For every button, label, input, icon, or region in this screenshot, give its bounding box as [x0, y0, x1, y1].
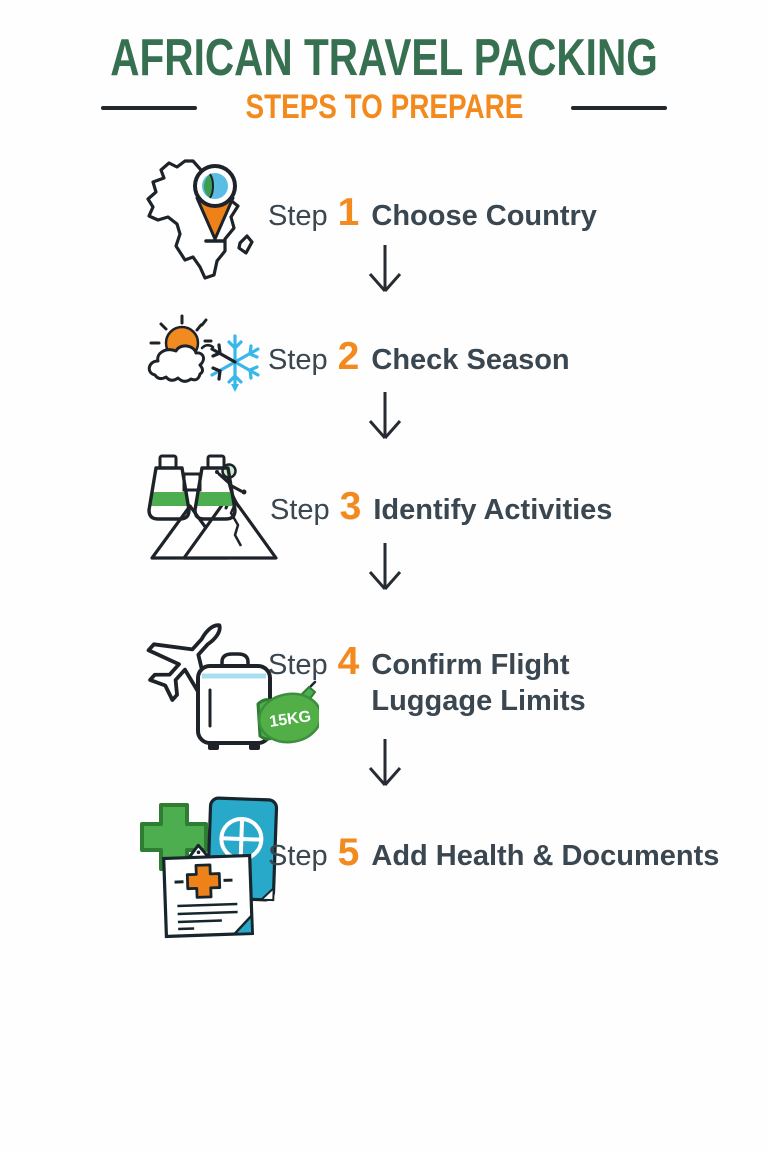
step-label: Step — [268, 649, 328, 681]
subtitle-rule-right — [571, 105, 668, 110]
step-title: Identify Activities — [373, 494, 613, 526]
step-number: 5 — [337, 831, 360, 874]
step-title: Add Health & Documents — [371, 840, 720, 872]
sun-snowflake-icon — [147, 314, 260, 392]
step-label: Step — [268, 344, 328, 376]
step-title: Check Season — [371, 344, 570, 376]
step-title: Confirm Flight Luggage Limits — [371, 649, 586, 717]
step-row-3: Step 3 Identify Activities — [270, 485, 612, 529]
binoculars-mountains-icon — [147, 454, 278, 560]
page-subtitle: STEPS TO PREPARE — [245, 88, 523, 126]
step-number: 1 — [337, 191, 360, 234]
step-row-4: Step 4 Confirm Flight Luggage Limits — [268, 640, 586, 719]
step-title: Choose Country — [371, 200, 597, 232]
step-label: Step — [268, 200, 328, 232]
page-title: AFRICAN TRAVEL PACKING — [110, 29, 658, 87]
step-row-1: Step 1 Choose Country — [268, 191, 597, 235]
step-number: 3 — [339, 485, 362, 528]
luggage-weight-badge: 15KG — [268, 708, 312, 731]
down-arrow-icon — [368, 739, 402, 786]
step-number: 2 — [337, 335, 360, 378]
down-arrow-icon — [368, 392, 402, 439]
down-arrow-icon — [368, 245, 402, 292]
page-subtitle-row: STEPS TO PREPARE — [0, 88, 768, 127]
health-documents-icon — [140, 796, 279, 939]
airplane-luggage-icon: 15KG — [146, 623, 319, 750]
step-row-5: Step 5 Add Health & Documents — [268, 831, 719, 875]
step-label: Step — [270, 494, 330, 526]
subtitle-rule-left — [100, 105, 197, 110]
step-row-2: Step 2 Check Season — [268, 335, 570, 379]
down-arrow-icon — [368, 543, 402, 590]
step-number: 4 — [337, 640, 360, 683]
africa-map-pin-icon — [146, 159, 254, 280]
step-label: Step — [268, 840, 328, 872]
